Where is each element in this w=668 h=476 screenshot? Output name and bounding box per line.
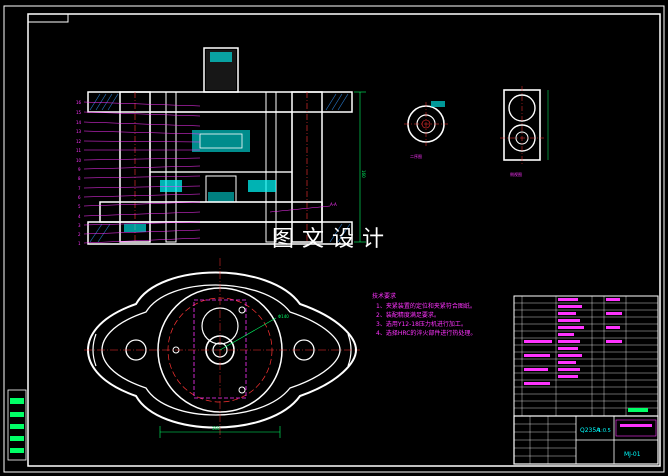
tech-requirements-title: 技术要求 [372,292,396,300]
part-number-5: 5 [78,204,81,209]
side-view-caption: 侧视图 [510,171,522,177]
part-number-10: 10 [76,158,82,163]
part-number-7: 7 [78,186,81,191]
side-view [500,86,549,164]
tech-requirements: 技术要求 1、夹紧装置的定位和夹紧符合图纸。 2、装配精度满足要求。 3、选用Y… [372,292,476,337]
part-number-9: 9 [78,167,81,172]
outer-border [3,5,665,473]
inner-frame [27,13,661,467]
section-view [87,47,366,245]
detail-view-caption: 二序图 [410,153,422,159]
plan-view [84,258,360,440]
material-label: Q235A [580,427,601,434]
tech-requirement-2: 2、装配精度满足要求。 [376,311,440,319]
part-number-2: 2 [78,232,81,237]
title-block [513,415,659,465]
part-number-13: 13 [76,129,82,134]
scale-label: 1:0.5 [598,428,611,434]
tech-requirement-3: 3、选用Y12-18压力机进行加工。 [376,320,467,328]
part-number-3: 3 [78,223,81,228]
binding-strip [7,389,27,461]
height-dimension-label: 160 [361,170,366,178]
diameter-dimension-label: Φ140 [278,314,289,319]
tech-requirement-1: 1、夹紧装置的定位和夹紧符合图纸。 [376,302,476,310]
part-number-1: 1 [78,241,81,246]
corner-tab [27,13,69,23]
width-dimension-label: 350 [212,426,220,431]
part-number-16: 16 [76,100,82,105]
part-number-8: 8 [78,176,81,181]
part-number-column: 16 15 14 13 12 11 10 9 8 7 6 5 4 3 2 1 [76,100,82,246]
drawing-number: MJ-01 [624,451,641,458]
detail-round-view [404,101,448,146]
leader-lines [83,101,331,244]
part-number-15: 15 [76,110,82,115]
part-number-4: 4 [78,214,81,219]
watermark-text: 图文设计 [272,227,392,252]
tech-requirement-4: 4、选择HRC的淬火部件进行热处理。 [376,329,476,337]
part-number-6: 6 [78,195,81,200]
part-number-14: 14 [76,120,82,125]
section-label: A-A [330,202,337,207]
part-number-11: 11 [76,148,82,153]
part-number-12: 12 [76,139,82,144]
parts-list-table [513,295,659,417]
